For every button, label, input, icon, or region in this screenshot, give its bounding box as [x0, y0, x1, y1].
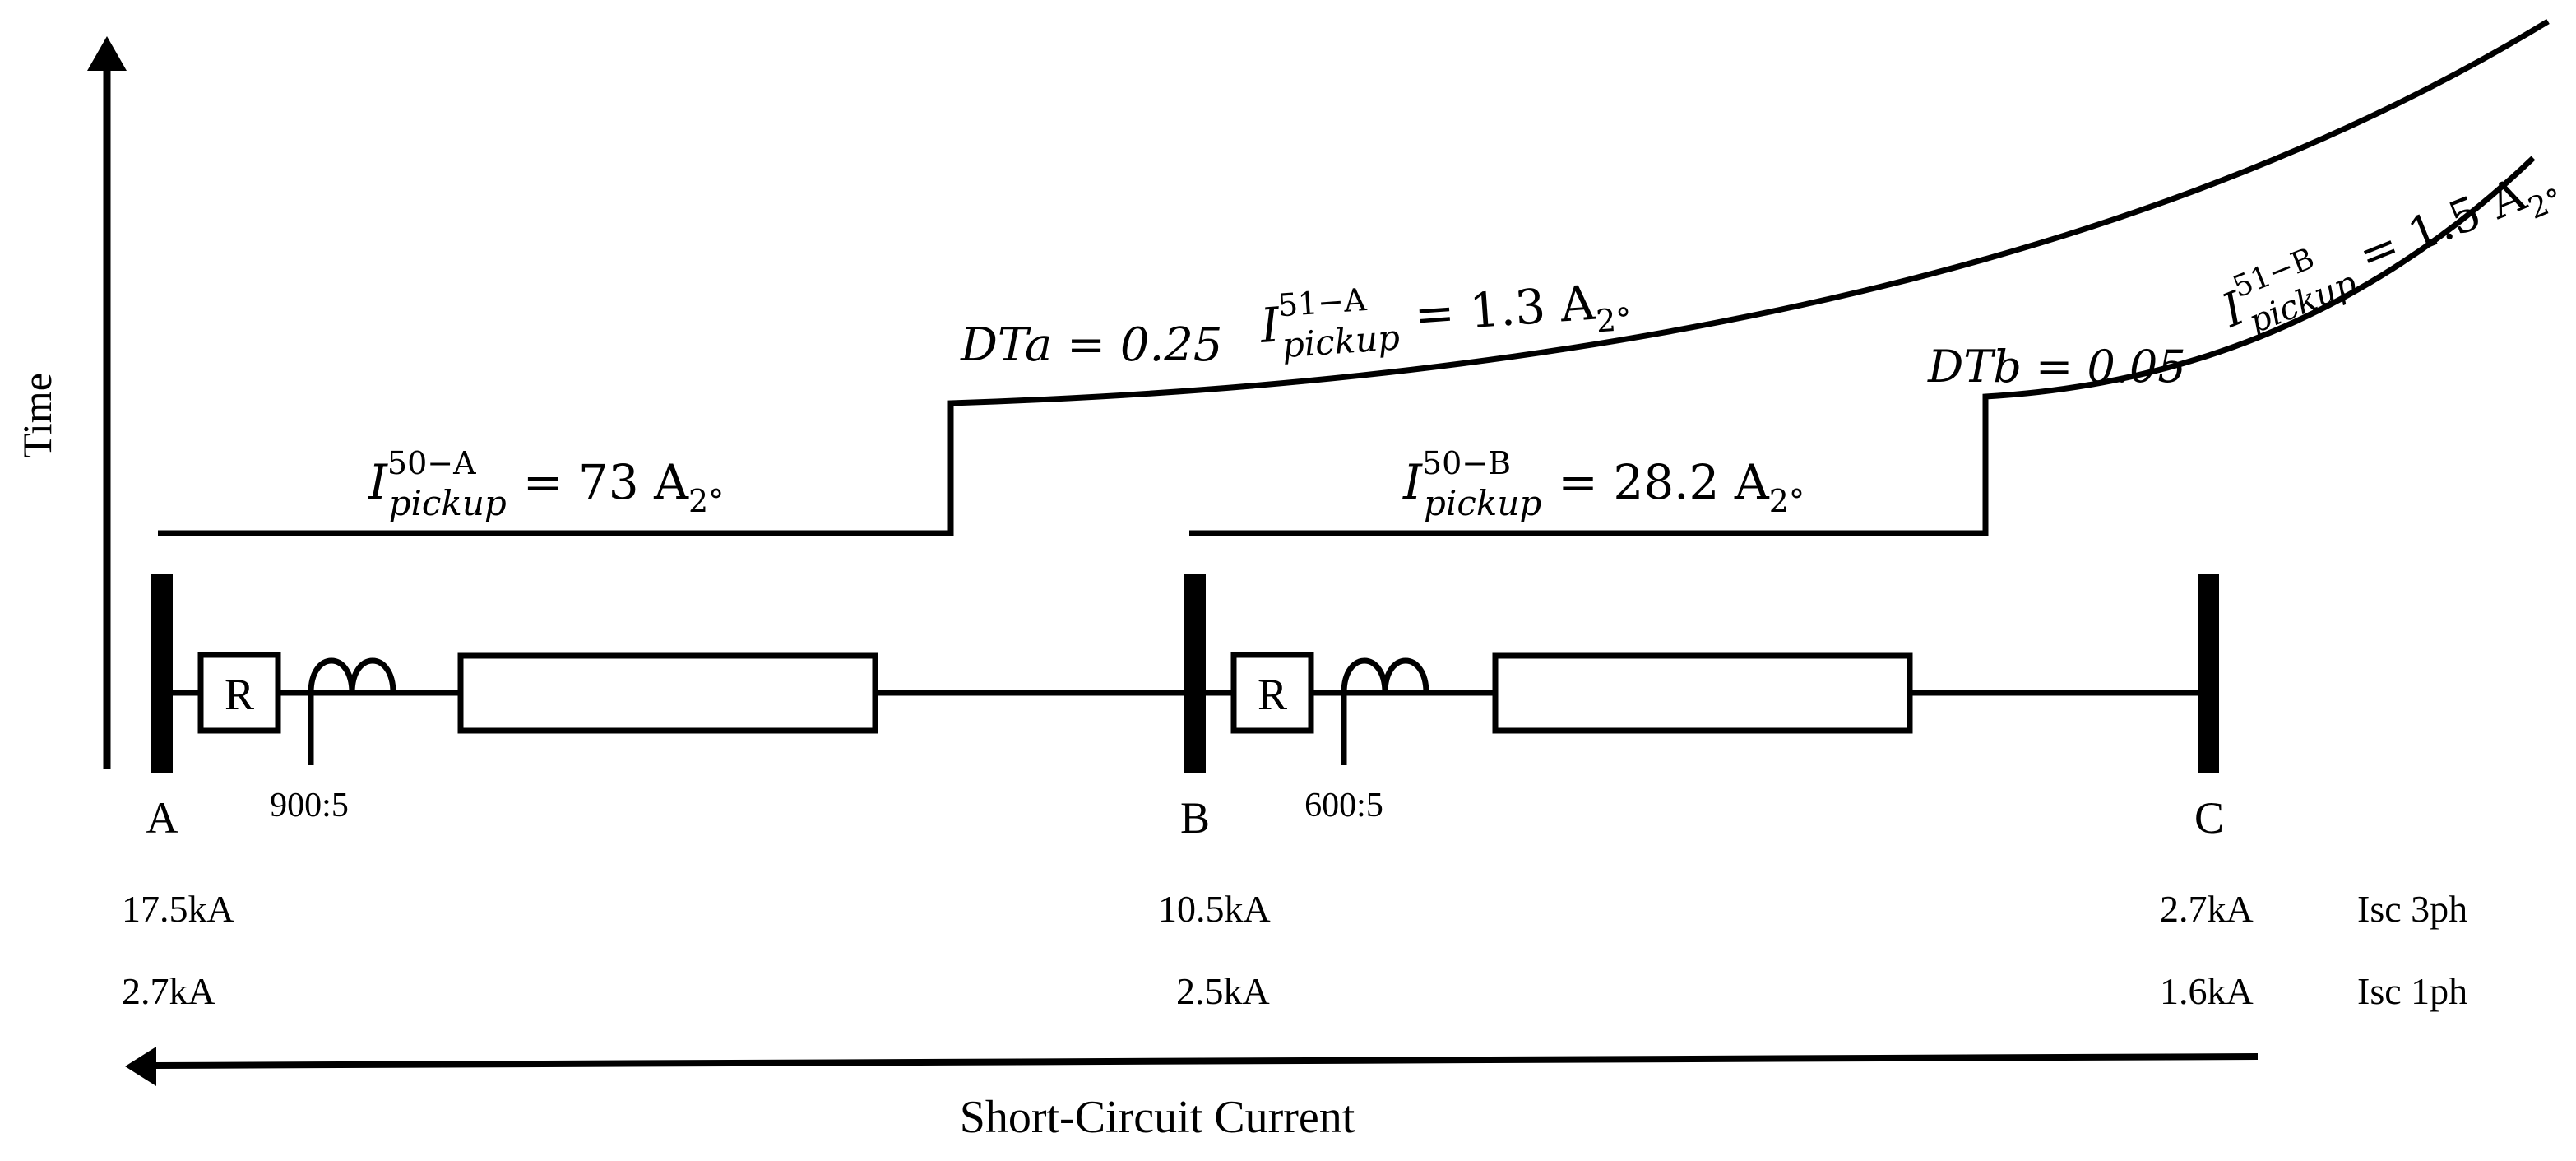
dt-setting-b: DTb = 0.05 [1927, 341, 2186, 392]
bus-label-c: C [2194, 793, 2224, 843]
ct-ratio-b: 600:5 [1304, 787, 1383, 824]
line-impedance-bc [1492, 652, 1913, 734]
isc-1ph-b: 2.5kA [1176, 970, 1270, 1012]
row-label-isc-3ph: Isc 3ph [2357, 888, 2467, 930]
time-axis-label: Time [14, 373, 60, 458]
bus-label-a: A [146, 793, 178, 843]
relay-label-a: R [225, 670, 254, 719]
ct-coil-b [1341, 657, 1429, 765]
bus-bar-a [151, 574, 173, 773]
tcc-curve-b [1189, 156, 2536, 536]
ct-coil-a [308, 657, 396, 765]
bus-bar-b [1184, 574, 1206, 773]
bus-bar-c [2198, 574, 2219, 773]
current-axis [125, 1047, 2259, 1086]
toc-pickup-a: I51−Apickup= 1.3 A2° [1257, 263, 1633, 367]
tcc-curve-a [158, 19, 2550, 536]
line-impedance-ab [457, 652, 878, 734]
bus-label-b: B [1180, 793, 1210, 843]
current-axis-label: Short-Circuit Current [960, 1092, 1355, 1143]
toc-pickup-b: I51−Bpickup= 1.5 A2° [2211, 147, 2569, 350]
isc-3ph-a: 17.5kA [122, 888, 234, 930]
time-axis [87, 36, 127, 769]
single-line-diagram [151, 574, 2219, 773]
isc-1ph-c: 1.6kA [2160, 970, 2254, 1012]
relay-label-b: R [1258, 670, 1287, 719]
isc-3ph-b: 10.5kA [1158, 888, 1271, 930]
isc-3ph-c: 2.7kA [2160, 888, 2254, 930]
isc-1ph-a: 2.7kA [122, 970, 215, 1012]
time-axis-arrowhead [87, 36, 127, 71]
row-label-isc-1ph: Isc 1ph [2357, 970, 2467, 1012]
ct-ratio-a: 900:5 [270, 787, 349, 824]
dt-setting-a: DTa = 0.25 [960, 318, 1223, 372]
current-axis-arrowhead [125, 1047, 156, 1086]
